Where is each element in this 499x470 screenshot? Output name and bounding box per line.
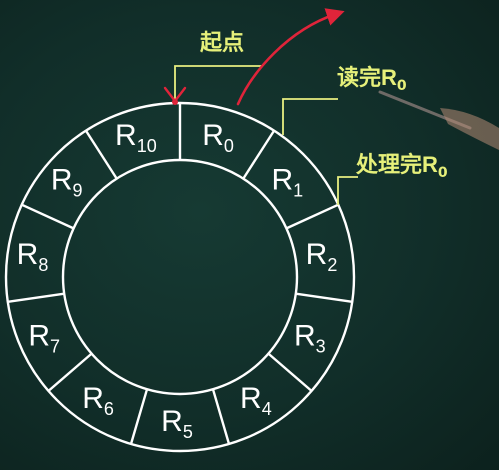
segment-divider: [7, 292, 65, 303]
segment-index: 8: [38, 255, 48, 275]
ring-inner-circle: [61, 158, 299, 396]
segment-letter: R: [51, 163, 73, 196]
segment-index: 4: [262, 399, 272, 419]
segment-index: 10: [137, 136, 157, 156]
processed-done-leader-line: [337, 176, 358, 205]
segment-index: 5: [183, 422, 193, 442]
segment-label-r6: R6: [82, 382, 114, 419]
segment-label-r10: R10: [115, 119, 157, 156]
segment-letter: R: [202, 119, 224, 152]
segment-index: 1: [293, 180, 303, 200]
segment-index: 9: [73, 180, 83, 200]
segment-label-r9: R9: [51, 163, 83, 200]
segment-letter: R: [115, 119, 137, 152]
segment-letter: R: [28, 320, 50, 353]
segment-letter: R: [306, 238, 328, 271]
segment-index: 0: [224, 136, 234, 156]
segment-divider: [285, 203, 339, 230]
segment-label-r8: R8: [17, 238, 49, 275]
segment-divider: [84, 129, 118, 180]
read-done-leader-line: [282, 98, 338, 135]
chalk-pointer-stick: [378, 90, 499, 150]
segment-divider: [47, 352, 93, 392]
segment-label-r0: R0: [202, 119, 234, 156]
segment-index: 2: [327, 255, 337, 275]
segment-index: 3: [316, 337, 326, 357]
segment-letter: R: [17, 238, 39, 271]
read-done-label: 读完R0: [337, 65, 407, 94]
read-pointer-arrow: [236, 8, 345, 106]
start-leader-line: [174, 65, 262, 103]
segment-divider: [267, 352, 313, 392]
processed-done-label: 处理完R0: [355, 152, 448, 181]
start-label: 起点: [199, 30, 244, 56]
segment-letter: R: [161, 405, 183, 438]
segment-divider: [129, 388, 149, 445]
segment-label-r5: R5: [161, 405, 193, 442]
segment-label-r7: R7: [28, 320, 60, 357]
segment-dividers: [7, 103, 353, 445]
segment-letter: R: [294, 320, 316, 353]
segment-index: 7: [50, 337, 60, 357]
segment-label-r3: R3: [294, 320, 326, 357]
segment-index: 6: [104, 399, 114, 419]
segment-letter: R: [240, 382, 262, 415]
start-pointer-dot: [172, 99, 178, 105]
segment-label-r2: R2: [306, 238, 338, 275]
segment-label-r4: R4: [240, 382, 272, 419]
segment-letter: R: [271, 163, 293, 196]
segment-divider: [295, 292, 353, 303]
segment-divider: [242, 129, 276, 180]
segment-divider: [21, 203, 75, 230]
segment-label-r1: R1: [271, 163, 303, 200]
segment-divider: [211, 388, 231, 445]
segment-letter: R: [82, 382, 104, 415]
